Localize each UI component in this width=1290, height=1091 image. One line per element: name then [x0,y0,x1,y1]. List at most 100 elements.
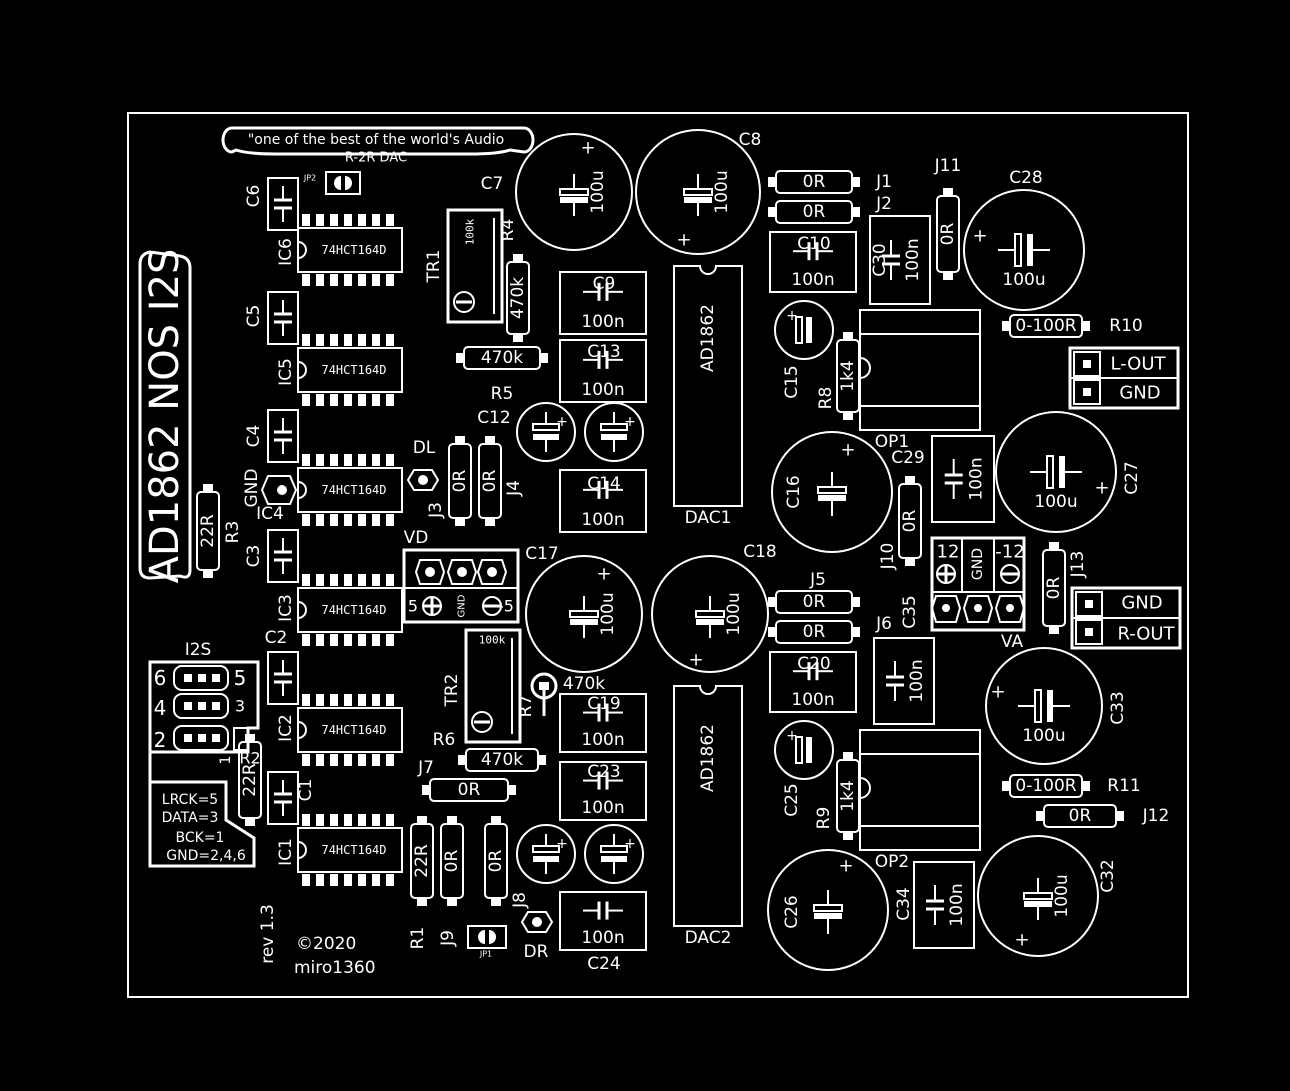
ceramic-capacitor: 100n [559,891,647,951]
smd-capacitor [267,529,299,583]
polarity-plus: + [786,728,798,744]
resistor-value: 1k4 [838,360,858,391]
ceramic-capacitor: 100n [913,861,975,949]
refdes-j13: J13 [1068,551,1088,579]
electrolytic-c18: 100u+ [651,555,769,673]
dr-label: DR [524,942,549,962]
small-electrolytic-capacitor: + [516,824,576,884]
polarity-plus: + [624,414,636,430]
ic-74hct164d: 74HCT164D [297,214,403,286]
refdes-c27: C27 [1122,461,1142,495]
resistor-value: 0R [1069,806,1092,826]
chip-label: AD1862 [698,724,718,792]
va-pin-neg12: -12 [995,542,1024,563]
refdes-c30: C30 [870,243,890,277]
refdes-c33: C33 [1108,691,1128,725]
refdes-c17: C17 [525,544,559,564]
dl-label: DL [413,438,436,458]
jumper-j1: 0R [768,170,860,194]
ic-part-number: 74HCT164D [321,243,386,257]
resistor-value: 1k4 [838,780,858,811]
ceramic-capacitor: 100n [559,339,647,403]
polarity-plus: + [1094,478,1109,499]
electrolytic-c33: 100u+ [985,647,1103,765]
refdes-c16: C16 [784,475,804,509]
dr-testpoint: DR [520,911,554,962]
ic-74hct164d: 74HCT164D [297,334,403,406]
small-electrolytic-capacitor: + [774,300,834,360]
pin-5: 5 [234,666,247,690]
legend-gnd: GND=2,4,6 [166,848,246,864]
vd-label: VD [404,528,429,548]
dl-testpoint: DL [406,438,440,491]
jumper-j2: 0R [768,200,860,224]
ceramic-capacitor: 100n [559,761,647,821]
op1-label: OP1 [875,432,909,452]
resistor-value: 0R [480,470,500,493]
capacitor-value: 100n [581,798,624,818]
polarity-plus: + [688,650,703,671]
resistor-value: 0R [450,470,470,493]
ic-74hct164d: 74HCT164D [297,454,403,526]
resistor-value: 470k [508,277,528,319]
resistor-value: 470k [481,750,523,770]
refdes-j3: J3 [426,502,446,519]
legend-lrck: LRCK=5 [162,792,218,808]
refdes-r6: R6 [433,730,456,750]
capacitor-value: 100n [791,690,834,710]
ic-part-number: 74HCT164D [321,843,386,857]
revision-text: rev 1.3 [258,904,278,964]
electrolytic-c8: 100u+ [635,129,761,255]
capacitor-value: 100n [907,659,927,702]
resistor-value: 0R [442,850,462,873]
small-electrolytic-capacitor: + [584,824,644,884]
jumper-j4: 0R [478,436,502,526]
refdes-r2: R2 [239,749,260,768]
ceramic-capacitor: 100n [931,435,995,523]
trimmer-potentiometer: 100k [464,628,522,744]
opamp-module [859,729,981,851]
capacitor-value: 100u [598,592,618,635]
polarity-plus: + [972,226,987,247]
refdes-r9: R9 [814,807,834,830]
copyright-text: ©2020 [296,934,356,954]
polarity-plus: + [1014,930,1029,951]
refdes-c7: C7 [481,174,504,194]
refdes-c10: C10 [797,234,831,254]
capacitor-value: 100u [1002,270,1045,290]
op2-label: OP2 [875,852,909,872]
polarity-plus: + [556,836,568,852]
board-title: AD1862 NOS I2S [138,249,192,584]
vd-pin-5: 5 [408,597,418,616]
refdes-r10: R10 [1109,316,1142,336]
jp2-label: JP2 [303,174,316,183]
chip-label: AD1862 [698,304,718,372]
refdes-c2: C2 [265,628,288,648]
ceramic-capacitor: 100n [559,271,647,335]
polarity-plus: + [556,414,568,430]
refdes-j1: J1 [875,172,892,192]
resistor-value: 0R [458,780,481,800]
va-gnd-label: GND [970,548,986,580]
board-title-text: AD1862 NOS I2S [142,249,188,584]
refdes-j10: J10 [878,543,898,571]
jumper-j3: 0R [448,436,472,526]
vd-gnd-label: GND [457,594,468,617]
l-out-label: L-OUT [1110,354,1166,375]
capacitor-value: 100n [581,510,624,530]
trimmer-potentiometer: 100k [446,208,504,324]
jp1-label: JP1 [479,950,492,959]
electrolytic-c17: 100u+ [525,555,643,673]
polarity-plus: + [676,230,691,251]
dac2-label: DAC2 [685,928,732,948]
smd-capacitor [267,177,299,231]
jumper-j7: 0R [422,778,516,802]
pin-4: 4 [154,696,167,720]
refdes-ic6: IC6 [276,238,296,266]
jumper-j5: 0R [768,590,860,614]
jumper-j9: 0R [440,816,464,906]
capacitor-value: 100u [1022,726,1065,746]
ceramic-capacitor: 100n [873,637,935,725]
dip-ic-ad1862: AD1862 [673,685,743,927]
